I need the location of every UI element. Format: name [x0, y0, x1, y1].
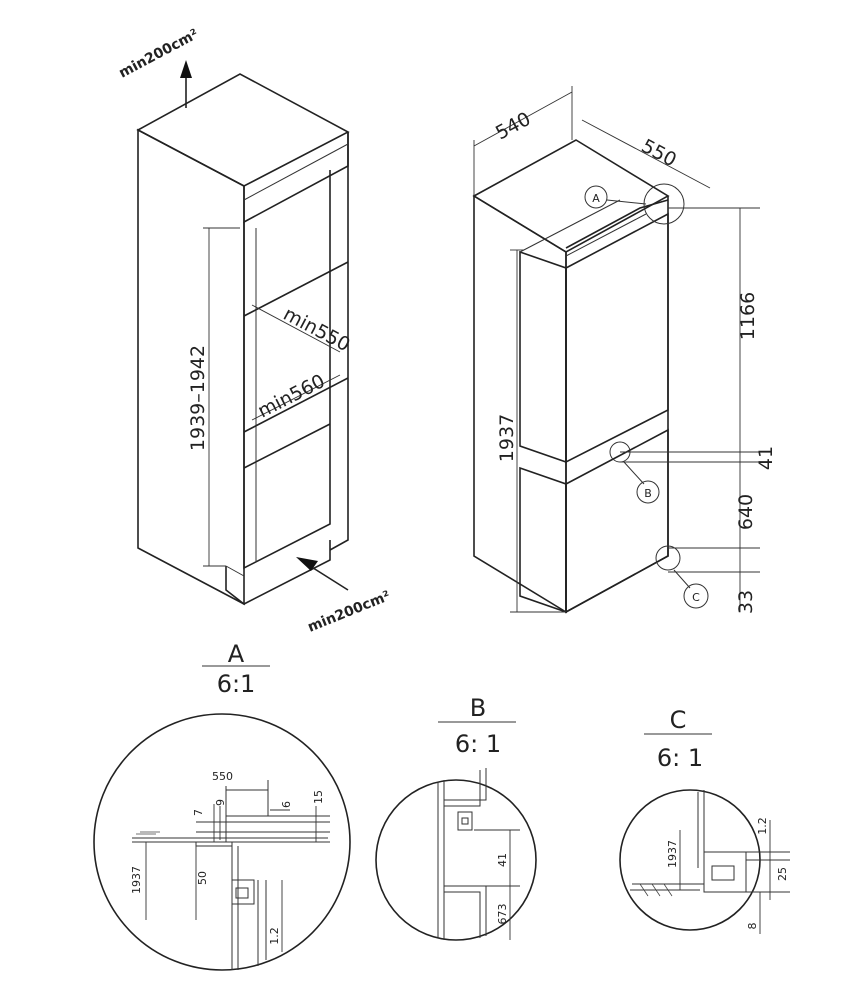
detail-c: C 6: 1 1.2 1937 25 8 — [619, 706, 790, 934]
appliance-width-dim — [473, 91, 573, 147]
callout-b-marker — [636, 480, 660, 504]
vent-top-arrowhead — [180, 60, 192, 78]
niche-width-dim — [251, 374, 341, 421]
detail-b-circle — [375, 779, 537, 941]
appliance-height-label: 1937 — [496, 414, 518, 462]
vent-bottom-label: min200cm² — [306, 588, 393, 636]
upper-door-edge — [519, 250, 567, 464]
detail-b-letter: B — [470, 694, 486, 722]
detail-a-dim-9: 9 — [214, 799, 227, 806]
detail-c-dim-1937: 1937 — [666, 840, 679, 868]
niche-top-face — [136, 73, 350, 187]
appliance-depth-dim — [581, 119, 711, 189]
detail-a-dim-1937: 1937 — [130, 866, 143, 894]
callout-a-label: A — [592, 192, 600, 205]
lower-door-height-label: 640 — [735, 494, 757, 530]
callout-c-marker — [683, 583, 709, 609]
niche-width-label: min560 — [254, 370, 328, 422]
detail-b: B 6: 1 41 673 — [375, 694, 537, 941]
callout-a-circle — [643, 183, 685, 225]
detail-a-dim-1-2: 1.2 — [268, 927, 281, 945]
detail-c-circle — [619, 789, 761, 931]
niche-depth-label: min550 — [280, 303, 354, 356]
vent-bottom-arrow — [309, 565, 349, 591]
detail-b-scale: 6: 1 — [455, 730, 501, 758]
detail-c-letter: C — [670, 706, 687, 734]
callout-a-marker — [584, 185, 608, 209]
detail-c-dim-25: 25 — [776, 867, 789, 881]
appliance-drawing: 540 550 1937 1166 41 640 33 A B C — [472, 86, 777, 614]
upper-door-height-label: 1166 — [737, 292, 759, 340]
detail-a-dim-6: 6 — [280, 801, 293, 808]
upper-door — [565, 212, 669, 464]
detail-c-scale: 6: 1 — [657, 744, 703, 772]
detail-b-dim-41: 41 — [496, 853, 509, 867]
detail-a-dim-50: 50 — [196, 871, 209, 885]
appliance-top — [472, 139, 670, 253]
detail-a: A 6:1 550 7 9 6 15 1937 — [93, 640, 351, 971]
detail-a-letter: A — [228, 640, 245, 668]
niche-height-label: 1939–1942 — [187, 345, 209, 451]
niche-depth-dim — [251, 304, 341, 353]
lower-door — [565, 428, 669, 614]
callout-b-circle — [609, 441, 631, 463]
detail-c-dim-8: 8 — [746, 923, 759, 930]
gap-label: 41 — [755, 446, 777, 470]
detail-a-circle — [93, 713, 351, 971]
base-height-label: 33 — [735, 590, 757, 614]
appliance-width-label: 540 — [492, 108, 534, 144]
lower-door-edge — [519, 466, 567, 614]
callout-c-circle — [655, 545, 681, 571]
appliance-depth-label: 550 — [638, 135, 680, 171]
callout-c-label: C — [692, 591, 700, 604]
detail-a-scale: 6:1 — [217, 670, 256, 698]
callout-b-label: B — [644, 487, 652, 500]
detail-b-dim-673: 673 — [496, 904, 509, 925]
detail-c-dim-1-2: 1.2 — [756, 817, 769, 835]
vent-bottom-arrowhead — [296, 557, 318, 571]
detail-a-dim-550: 550 — [212, 770, 233, 783]
detail-a-dim-15: 15 — [312, 790, 325, 804]
niche-drawing: min200cm² min200cm² 1939–1942 min550 min… — [116, 26, 392, 635]
niche-right-panel — [329, 132, 349, 551]
detail-a-dim-7: 7 — [192, 809, 205, 816]
